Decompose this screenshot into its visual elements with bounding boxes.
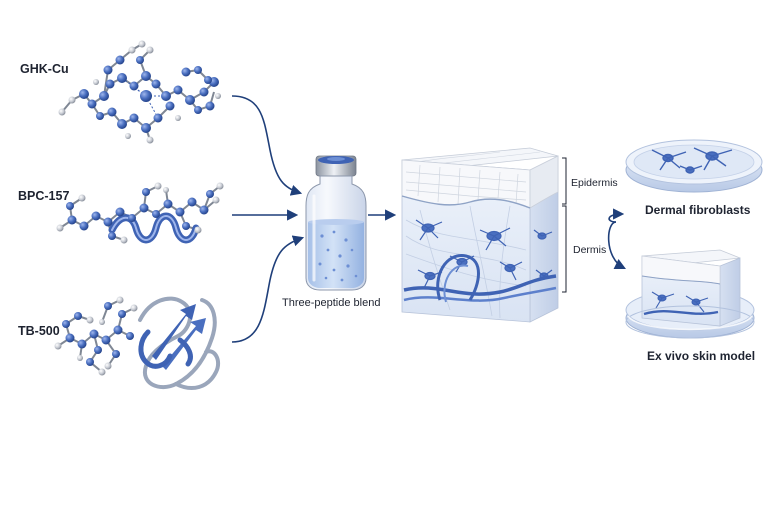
peptide-label-ghk-cu: GHK-Cu [20,62,69,76]
arrow-to-ex-vivo [607,221,627,270]
epidermis-bracket [562,157,567,205]
skin-block [401,147,559,323]
epidermis-label: Epidermis [571,177,618,189]
bpc-157-atoms [56,182,224,244]
ex-vivo-dish [625,249,755,339]
tb-500-atoms [54,296,138,376]
peptide-vial [305,155,367,291]
dermal-cells [415,219,553,289]
dermis-bracket [562,205,567,293]
fibroblast-dish [625,136,763,193]
bpc-157-molecule [56,182,224,244]
arrow-tb-to-vial [231,235,305,343]
peptide-label-tb-500: TB-500 [18,324,60,338]
dermis-label: Dermis [573,244,606,256]
ghk-cu-molecule [58,40,221,144]
tb-500-molecule [54,296,221,390]
ex-vivo-label: Ex vivo skin model [647,349,755,363]
fibroblasts-label: Dermal fibroblasts [645,203,751,217]
arrow-ghk-to-vial [231,95,303,196]
peptide-label-bpc-157: BPC-157 [18,189,69,203]
vial-particles [318,230,358,282]
layer-brackets [562,157,567,293]
vial-label: Three-peptide blend [282,297,380,309]
tb-500-ribbon [138,296,221,390]
arrow-to-fibroblasts [608,208,625,223]
ghk-cu-atoms [58,40,221,144]
